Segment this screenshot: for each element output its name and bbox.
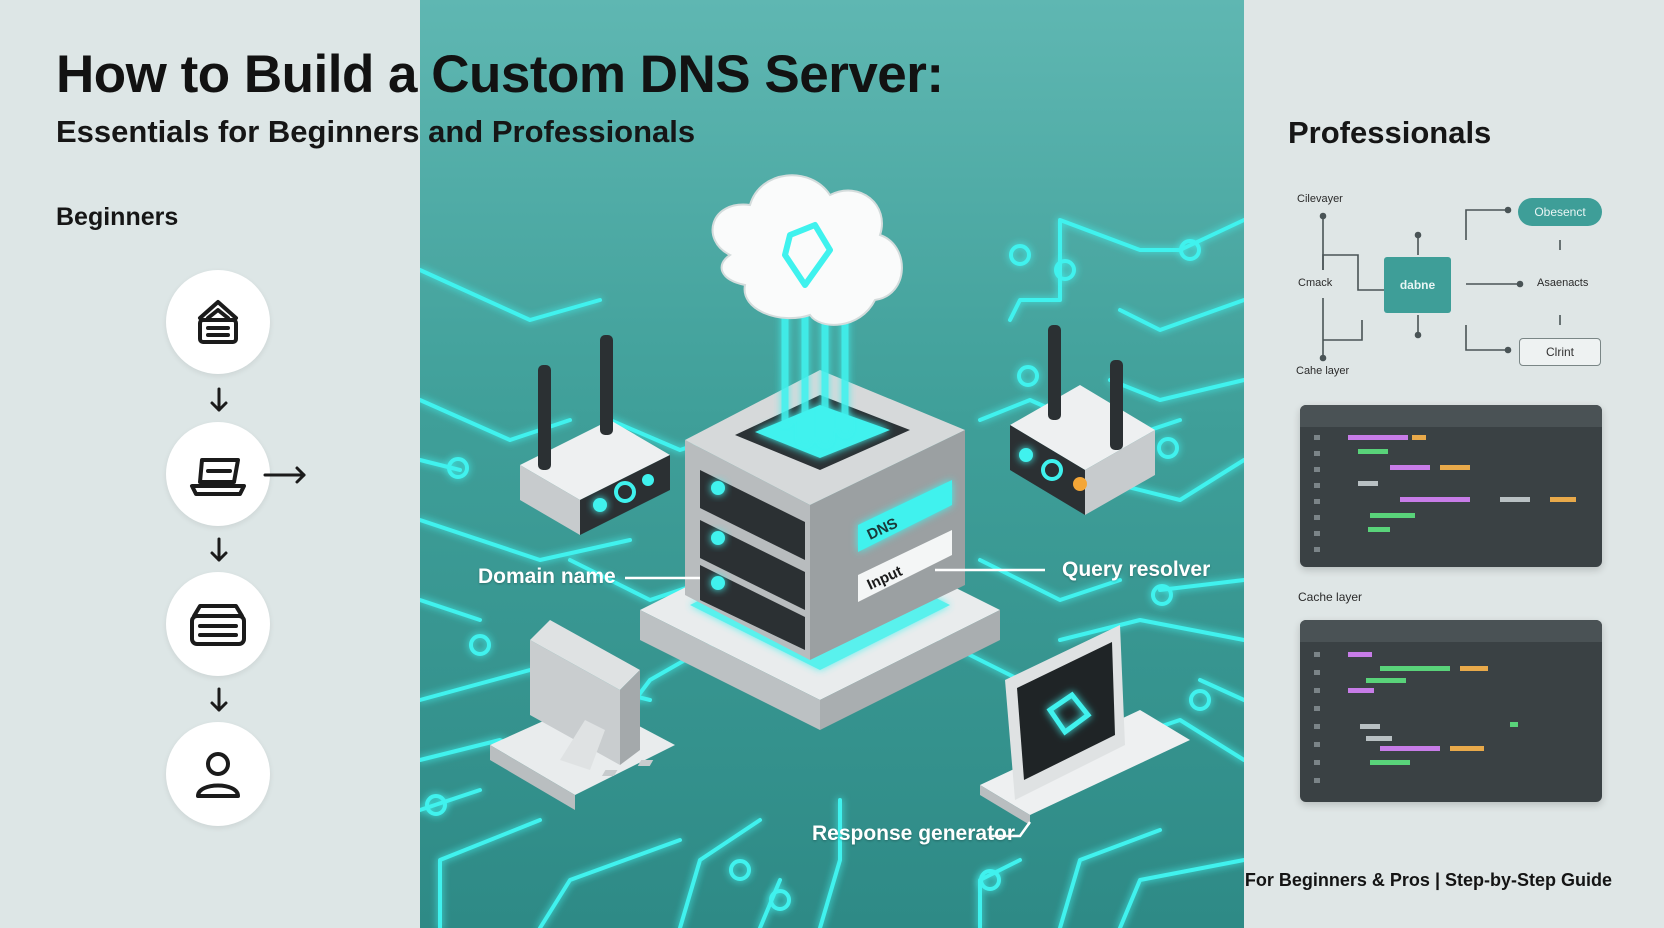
diagram-node-bottom-left: Cahe layer (1296, 365, 1350, 377)
server-icon (190, 604, 246, 646)
laptop-icon (190, 458, 246, 496)
step-4-circle (166, 722, 270, 826)
code-lines-illustration (1314, 435, 1576, 552)
arrow-down-icon (210, 387, 228, 412)
arrow-down-icon (210, 687, 228, 712)
page-title: How to Build a Custom DNS Server: (56, 45, 944, 104)
footer-tagline: For Beginners & Pros | Step-by-Step Guid… (1244, 870, 1612, 890)
diagram-node-bottom-right: Clrint (1519, 338, 1601, 366)
cache-layer-label: Cache layer (1298, 590, 1363, 604)
callout-domain-name: Domain name (478, 565, 616, 588)
diagram-node-mid-right: Asaenacts (1537, 277, 1589, 289)
diagram-node-center: dabne (1384, 257, 1451, 313)
arrow-right-icon (263, 466, 306, 484)
code-window-top (1300, 405, 1602, 567)
illustration-panel: DNS Input Domain name Query resolver Res… (420, 0, 1244, 928)
diagram-node-top-right: Obesenct (1518, 198, 1602, 226)
code-lines-illustration (1314, 652, 1518, 783)
professionals-label: Professionals (1288, 115, 1492, 150)
diagram-node-top-left: Cilevayer (1297, 193, 1343, 205)
page-subtitle: Essentials for Beginners and Professiona… (56, 114, 696, 149)
callout-response-generator: Response generator (812, 822, 1016, 845)
step-2-circle (166, 422, 270, 526)
code-window-bottom (1300, 620, 1602, 802)
diagram-node-mid-left: Cmack (1298, 277, 1333, 289)
arrow-down-icon (210, 537, 228, 562)
step-1-circle (166, 270, 270, 374)
callout-query-resolver: Query resolver (1062, 558, 1211, 581)
code-window-titlebar (1300, 405, 1602, 427)
architecture-diagram-lines (1319, 206, 1561, 362)
user-icon (196, 752, 240, 798)
dns-server-illustration: DNS Input (420, 174, 1244, 928)
code-window-titlebar (1300, 620, 1602, 642)
step-3-circle (166, 572, 270, 676)
beginners-label: Beginners (56, 203, 179, 231)
home-layers-icon (198, 300, 238, 344)
